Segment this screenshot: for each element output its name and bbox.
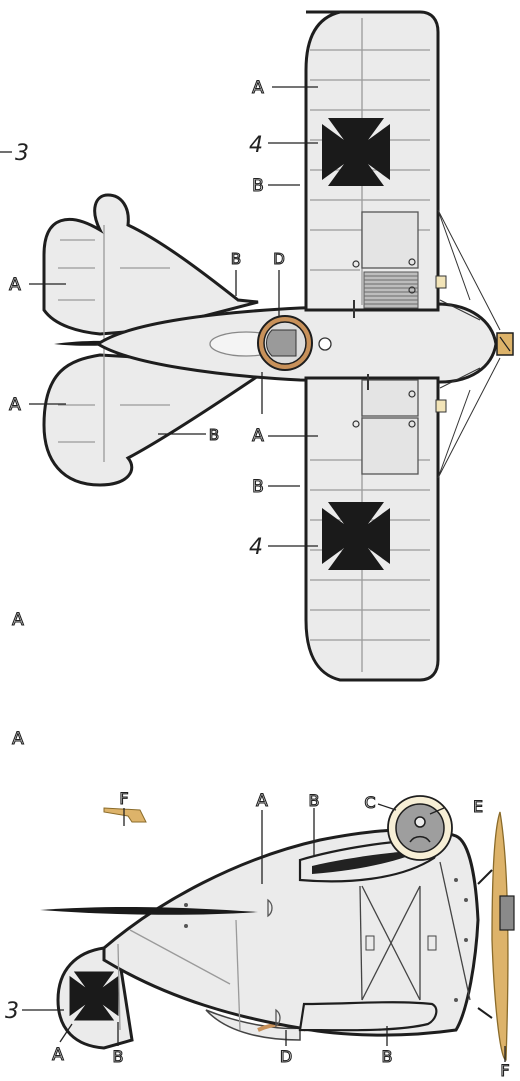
label-4-upper: 4 (249, 133, 263, 158)
wheel-upper (435, 275, 447, 289)
label-a-side-tail: A (52, 1045, 64, 1065)
side-struts (359, 861, 471, 1001)
label-a-upper-wing: A (252, 78, 264, 98)
side-view: F A B C E 3 A B D B F (5, 788, 515, 1081)
cockpit (257, 315, 332, 371)
wheel-lower (435, 399, 447, 413)
label-e-cowl: E (473, 797, 483, 816)
label-3-edge: 3 (15, 141, 29, 166)
label-a-tail-upper: A (9, 275, 21, 295)
label-b-tail-upper: B (231, 250, 241, 268)
side-gun (103, 807, 147, 823)
label-b-side-lower: B (382, 1047, 393, 1066)
lower-wing (304, 376, 440, 682)
label-c-engine: C (364, 793, 375, 812)
label-b-side-tail: B (113, 1047, 124, 1066)
label-f-gun: F (119, 789, 128, 808)
label-d-side-panel: D (280, 1047, 292, 1066)
label-4-lower: 4 (249, 535, 263, 560)
label-b-side-upper: B (309, 791, 320, 810)
label-b-lower-wing: B (252, 477, 264, 497)
rigging (437, 209, 501, 479)
engine-cowl (387, 795, 453, 861)
tail-lower-lobe (42, 353, 262, 487)
propeller (491, 811, 509, 1061)
tail-upper-lobe (42, 193, 259, 336)
label-3-tail: 3 (5, 999, 19, 1024)
label-b-tail-lower: B (209, 426, 219, 444)
side-lower-wing (298, 1001, 438, 1032)
label-b-upper-wing: B (252, 176, 264, 196)
label-a-loose-1: A (12, 610, 24, 630)
label-a-tail-lower: A (9, 395, 21, 415)
top-view: A 4 B B D A A A B B 4 3 (0, 10, 514, 682)
label-a-fuselage: A (252, 426, 264, 446)
label-a-side-fuselage: A (256, 791, 268, 811)
upper-wing (304, 10, 440, 312)
label-f-propeller: F (500, 1061, 509, 1080)
label-d-cockpit: D (273, 250, 285, 268)
label-a-loose-2: A (12, 729, 24, 749)
